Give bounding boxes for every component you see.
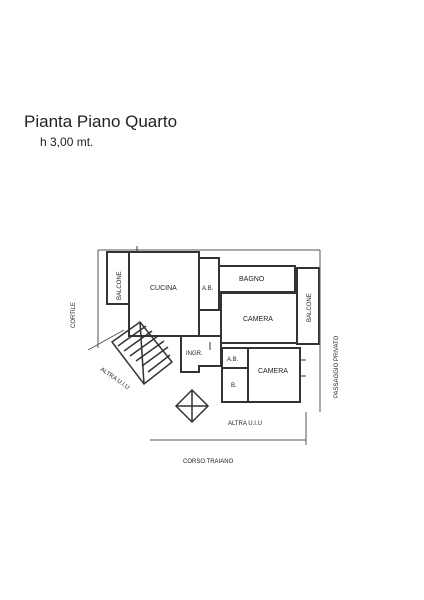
b-label: B. (231, 383, 237, 389)
balcone-left-label: BALCONE (117, 271, 123, 300)
lot-lines (87, 249, 321, 445)
camera-2-label: CAMERA (258, 368, 288, 375)
corso-label: CORSO TRAIANO (183, 459, 234, 465)
camera-2-outline (247, 347, 301, 403)
lift-shaft (174, 388, 210, 424)
balcone-right-outline (296, 267, 320, 345)
ab-1-label: A.B. (202, 286, 214, 292)
cortile-label: CORTILE (71, 302, 77, 328)
passaggio-label: PASSAGGIO PRIVATO (334, 335, 340, 398)
camera-1-label: CAMERA (243, 316, 273, 323)
bagno-label: BAGNO (239, 276, 265, 283)
height-note: h 3,00 mt. (40, 135, 94, 149)
altra-uiu-bottom-label: ALTRA U.I.U (228, 421, 262, 427)
ab-top-outline (198, 257, 220, 311)
staircase (110, 320, 174, 386)
ingresso-outline (180, 335, 222, 373)
plan-walls (106, 251, 320, 403)
cucina-label: CUCINA (150, 285, 177, 292)
altra-uiu-left-label: ALTRA U.I.U (99, 367, 130, 391)
ab-2-label: A.B. (227, 357, 239, 363)
door-marks (136, 246, 306, 377)
balcone-right-label: BALCONE (307, 293, 313, 322)
plan-title: Pianta Piano Quarto (24, 112, 178, 131)
ingresso-label: INGR. (186, 351, 203, 357)
